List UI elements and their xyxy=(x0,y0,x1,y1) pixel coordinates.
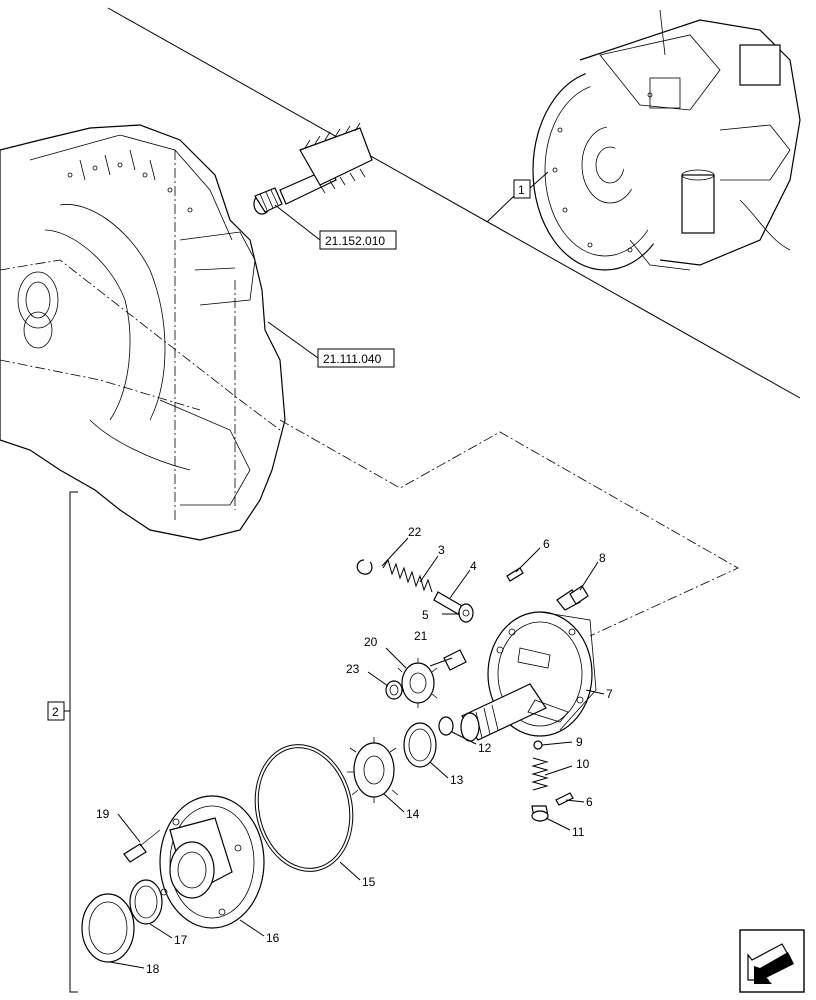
label-part-11[interactable]: 11 xyxy=(572,825,585,839)
leader-view-1b xyxy=(529,171,549,189)
label-leaders xyxy=(109,537,605,969)
part-21-pin xyxy=(443,649,467,671)
label-part-7[interactable]: 7 xyxy=(606,687,613,701)
part-4-5-valve xyxy=(433,591,474,623)
part-11-plug xyxy=(531,805,549,822)
label-part-9[interactable]: 9 xyxy=(576,735,583,749)
label-part-20[interactable]: 20 xyxy=(364,635,378,649)
part-10-spring xyxy=(531,757,549,791)
part-22-snap-ring xyxy=(356,559,373,575)
callout-group-2[interactable]: 2 xyxy=(52,705,59,719)
part-8-bolt xyxy=(556,585,589,611)
part-6-pin xyxy=(506,567,524,582)
ref-housing[interactable]: 21.111.040 xyxy=(323,352,382,366)
part-14-gear xyxy=(347,737,399,803)
leader-gear-shaft xyxy=(274,204,321,241)
label-part-19[interactable]: 19 xyxy=(96,807,110,821)
label-part-16[interactable]: 16 xyxy=(266,931,280,945)
leader-view-1 xyxy=(486,195,515,223)
ref-box-gear-shaft[interactable] xyxy=(319,230,397,250)
ref-box-housing[interactable] xyxy=(317,348,395,368)
label-part-14[interactable]: 14 xyxy=(406,807,420,821)
label-part-10[interactable]: 10 xyxy=(576,757,590,771)
label-part-15[interactable]: 15 xyxy=(362,875,376,889)
assembly-centerline xyxy=(279,419,739,637)
label-part-5[interactable]: 5 xyxy=(422,608,429,622)
label-part-12[interactable]: 12 xyxy=(478,741,492,755)
leader-housing xyxy=(267,321,319,359)
part-15-o-ring xyxy=(254,744,354,872)
transmission-assembly-view xyxy=(532,9,801,271)
part-7-pump-body xyxy=(460,611,597,742)
part-9-ball xyxy=(533,740,543,750)
part-19-bolt xyxy=(123,829,161,863)
part-6-pin-lower xyxy=(555,792,574,806)
part-17-seal xyxy=(129,879,163,925)
label-part-4[interactable]: 4 xyxy=(470,559,477,573)
callout-box-view-1[interactable] xyxy=(513,179,531,199)
label-part-6-lower[interactable]: 6 xyxy=(586,795,593,809)
label-part-6[interactable]: 6 xyxy=(543,537,550,551)
label-part-8[interactable]: 8 xyxy=(599,551,606,565)
callout-view-1[interactable]: 1 xyxy=(518,183,525,197)
label-part-13[interactable]: 13 xyxy=(450,773,464,787)
label-part-22[interactable]: 22 xyxy=(408,525,422,539)
label-part-21[interactable]: 21 xyxy=(414,629,428,643)
part-3-spring xyxy=(382,558,433,593)
label-part-3[interactable]: 3 xyxy=(438,543,445,557)
part-16-cover xyxy=(159,795,265,929)
section-divider-line xyxy=(107,7,801,399)
part-20-gear xyxy=(397,658,438,708)
label-part-17[interactable]: 17 xyxy=(174,933,188,947)
ref-gear-shaft[interactable]: 21.152.010 xyxy=(325,234,385,248)
part-13-ring xyxy=(403,722,437,768)
transmission-housing xyxy=(0,124,286,541)
part-18-seal xyxy=(81,893,135,963)
previous-page-arrow-icon[interactable] xyxy=(739,929,805,993)
label-part-23[interactable]: 23 xyxy=(346,662,360,676)
part-12-bushing xyxy=(438,716,454,736)
part-23-nut xyxy=(385,680,403,700)
label-part-18[interactable]: 18 xyxy=(146,962,160,976)
gear-shaft-assembly xyxy=(253,122,373,215)
group-bracket-2 xyxy=(69,491,78,993)
